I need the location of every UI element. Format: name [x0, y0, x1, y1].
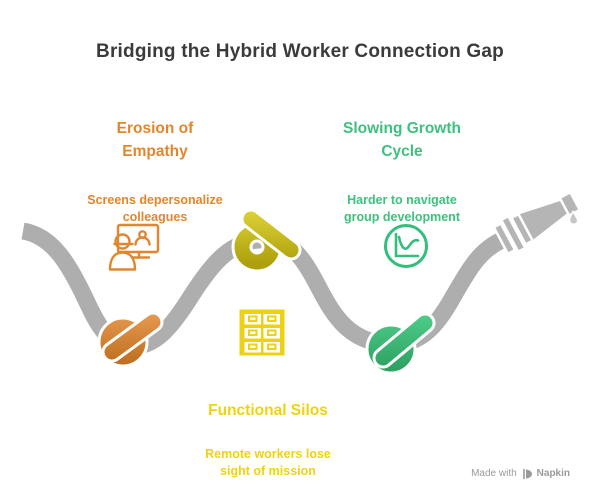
page-title: Bridging the Hybrid Worker Connection Ga… — [96, 41, 504, 62]
nozzle-ring — [509, 212, 535, 247]
knot-growth — [365, 312, 436, 375]
video-call-icon — [108, 223, 160, 271]
made-with-label: Made with — [471, 468, 517, 479]
section-empathy-heading: Erosion of Empathy — [116, 120, 194, 160]
section-empathy-subtext: Screens depersonalize colleagues — [87, 193, 223, 224]
section-growth: Slowing Growth Cycle Harder to navigate … — [297, 99, 507, 244]
knot-silos — [231, 208, 302, 273]
nozzle-ring — [499, 214, 527, 254]
napkin-logo-icon — [522, 468, 532, 480]
water-drop-icon — [568, 209, 579, 225]
section-silos-subtext: Remote workers lose sight of mission — [205, 447, 331, 478]
made-with-napkin-badge[interactable]: Made with Napkin — [471, 468, 570, 480]
section-empathy: Erosion of Empathy Screens depersonalize… — [50, 99, 260, 244]
drawer-cabinet-icon — [239, 309, 285, 356]
napkin-brand-label: Napkin — [536, 468, 570, 479]
nozzle-ring — [492, 221, 517, 256]
section-silos: Functional Silos Remote workers lose sig… — [163, 381, 373, 495]
section-silos-heading: Functional Silos — [208, 402, 328, 419]
line-chart-icon — [384, 224, 428, 268]
section-growth-heading: Slowing Growth Cycle — [343, 120, 461, 160]
knot-empathy — [97, 311, 164, 368]
section-growth-subtext: Harder to navigate group development — [344, 193, 460, 224]
